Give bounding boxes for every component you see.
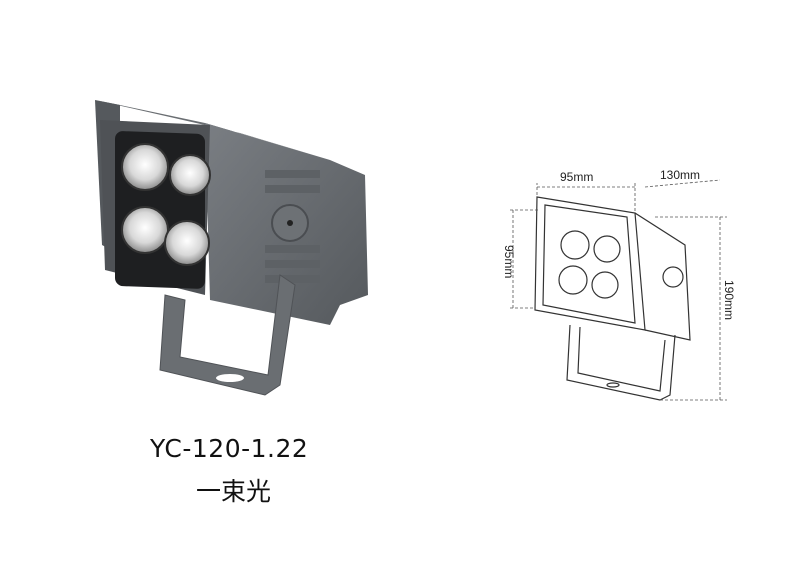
depth-label: 130mm: [660, 168, 700, 182]
total-height-label: 190mm: [722, 280, 735, 320]
cooling-fins: [265, 170, 320, 283]
width-label: 95mm: [560, 170, 593, 184]
drawing-frame: [534, 196, 646, 331]
model-code: YC-120-1.22: [150, 434, 309, 463]
lens-array: [121, 143, 211, 266]
model-name: 一束光: [196, 477, 272, 506]
mounting-bracket: [159, 274, 296, 396]
product-photo: [95, 100, 368, 396]
dimension-drawing: 95mm 130mm 95mm 190mm: [502, 168, 735, 401]
height-label: 95mm: [502, 245, 516, 278]
